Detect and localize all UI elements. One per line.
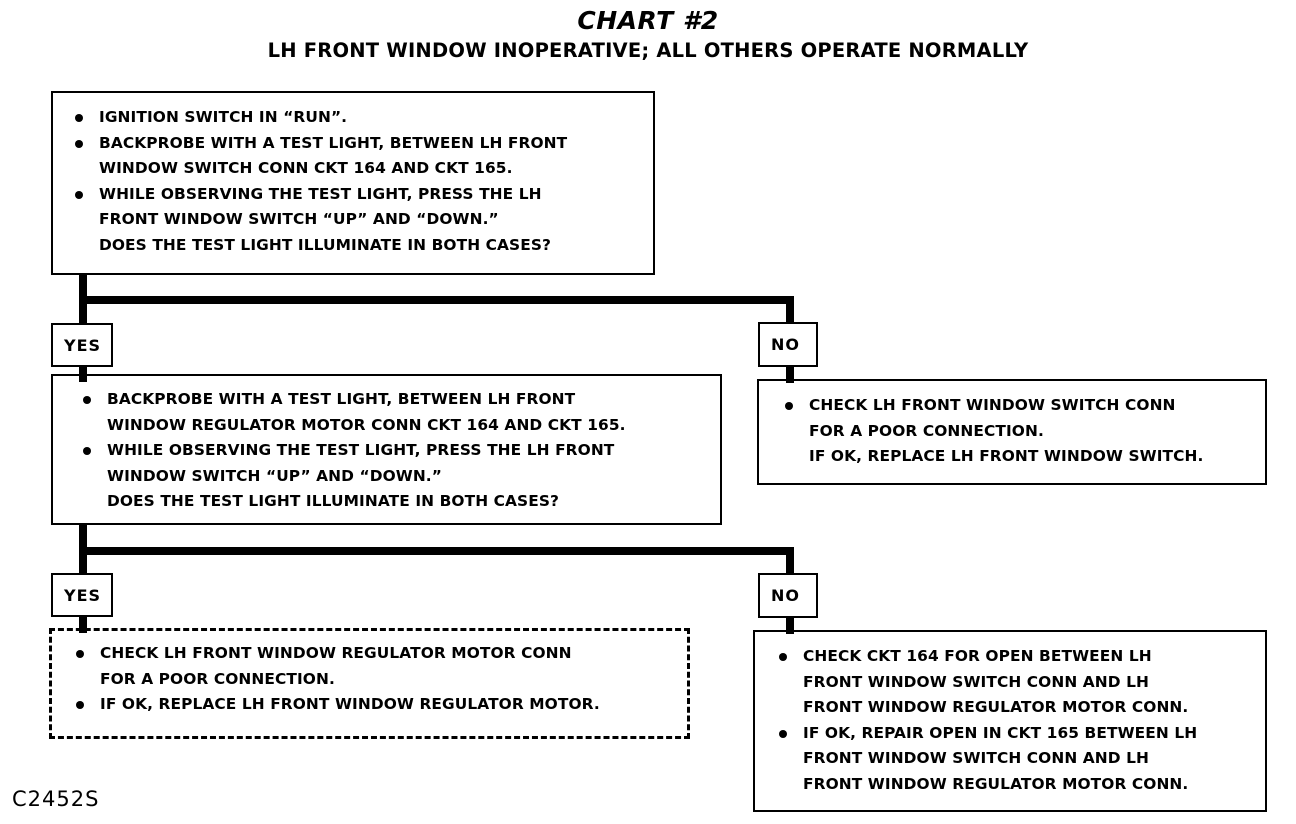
connector-step2-down	[79, 523, 87, 555]
connector-no1-down	[786, 355, 794, 383]
connector-no2-down	[786, 606, 794, 634]
check-switch-conn-box: CHECK LH FRONT WINDOW SWITCH CONN FOR A …	[757, 379, 1267, 485]
branch-label-yes-2: YES	[51, 573, 113, 617]
branch-label-text: NO	[771, 335, 800, 354]
page-title: CHART #2	[577, 6, 719, 35]
initial-test-box: IGNITION SWITCH IN “RUN”. BACKPROBE WITH…	[51, 91, 655, 275]
check-regulator-motor-conn-box: CHECK LH FRONT WINDOW REGULATOR MOTOR CO…	[49, 628, 690, 739]
list-item: DOES THE TEST LIGHT ILLUMINATE IN BOTH C…	[99, 235, 552, 254]
connector-row1-horizontal	[79, 296, 794, 304]
list-item: BACKPROBE WITH A TEST LIGHT, BETWEEN LH …	[59, 131, 653, 182]
branch-label-text: NO	[771, 586, 800, 605]
list-item: CHECK LH FRONT WINDOW REGULATOR MOTOR CO…	[60, 641, 687, 692]
list-item: IGNITION SWITCH IN “RUN”.	[59, 105, 653, 131]
check-regulator-motor-conn-list: CHECK LH FRONT WINDOW REGULATOR MOTOR CO…	[52, 631, 687, 718]
regulator-motor-test-list: BACKPROBE WITH A TEST LIGHT, BETWEEN LH …	[53, 376, 720, 515]
list-item: WHILE OBSERVING THE TEST LIGHT, PRESS TH…	[59, 182, 653, 233]
connector-row1-to-no	[786, 296, 794, 326]
list-item: IF OK, REPLACE LH FRONT WINDOW SWITCH.	[809, 447, 1204, 466]
list-item: CHECK LH FRONT WINDOW SWITCH CONN FOR A …	[769, 393, 1265, 444]
list-item: BACKPROBE WITH A TEST LIGHT, BETWEEN LH …	[67, 387, 720, 438]
branch-label-text: YES	[64, 585, 102, 605]
check-switch-conn-list: CHECK LH FRONT WINDOW SWITCH CONN FOR A …	[759, 381, 1265, 470]
list-item: DOES THE TEST LIGHT ILLUMINATE IN BOTH C…	[107, 492, 560, 511]
branch-label-text: YES	[64, 335, 102, 355]
initial-test-list: IGNITION SWITCH IN “RUN”. BACKPROBE WITH…	[53, 93, 653, 259]
list-item: IF OK, REPLACE LH FRONT WINDOW REGULATOR…	[60, 692, 687, 718]
check-ckt-164-open-box: CHECK CKT 164 FOR OPEN BETWEEN LH FRONT …	[753, 630, 1267, 812]
connector-row2-to-no	[786, 547, 794, 577]
list-item: IF OK, REPAIR OPEN IN CKT 165 BETWEEN LH…	[763, 721, 1265, 798]
list-item: WHILE OBSERVING THE TEST LIGHT, PRESS TH…	[67, 438, 720, 489]
figure-code: C2452S	[12, 787, 100, 811]
regulator-motor-test-box: BACKPROBE WITH A TEST LIGHT, BETWEEN LH …	[51, 374, 722, 525]
branch-label-no-1: NO	[758, 322, 818, 367]
page-subtitle: LH FRONT WINDOW INOPERATIVE; ALL OTHERS …	[267, 39, 1029, 62]
check-ckt-164-open-list: CHECK CKT 164 FOR OPEN BETWEEN LH FRONT …	[755, 632, 1265, 798]
branch-label-yes-1: YES	[51, 323, 113, 367]
branch-label-no-2: NO	[758, 573, 818, 618]
connector-row2-horizontal	[79, 547, 794, 555]
connector-step1-down	[79, 273, 87, 304]
list-item: CHECK CKT 164 FOR OPEN BETWEEN LH FRONT …	[763, 644, 1265, 721]
